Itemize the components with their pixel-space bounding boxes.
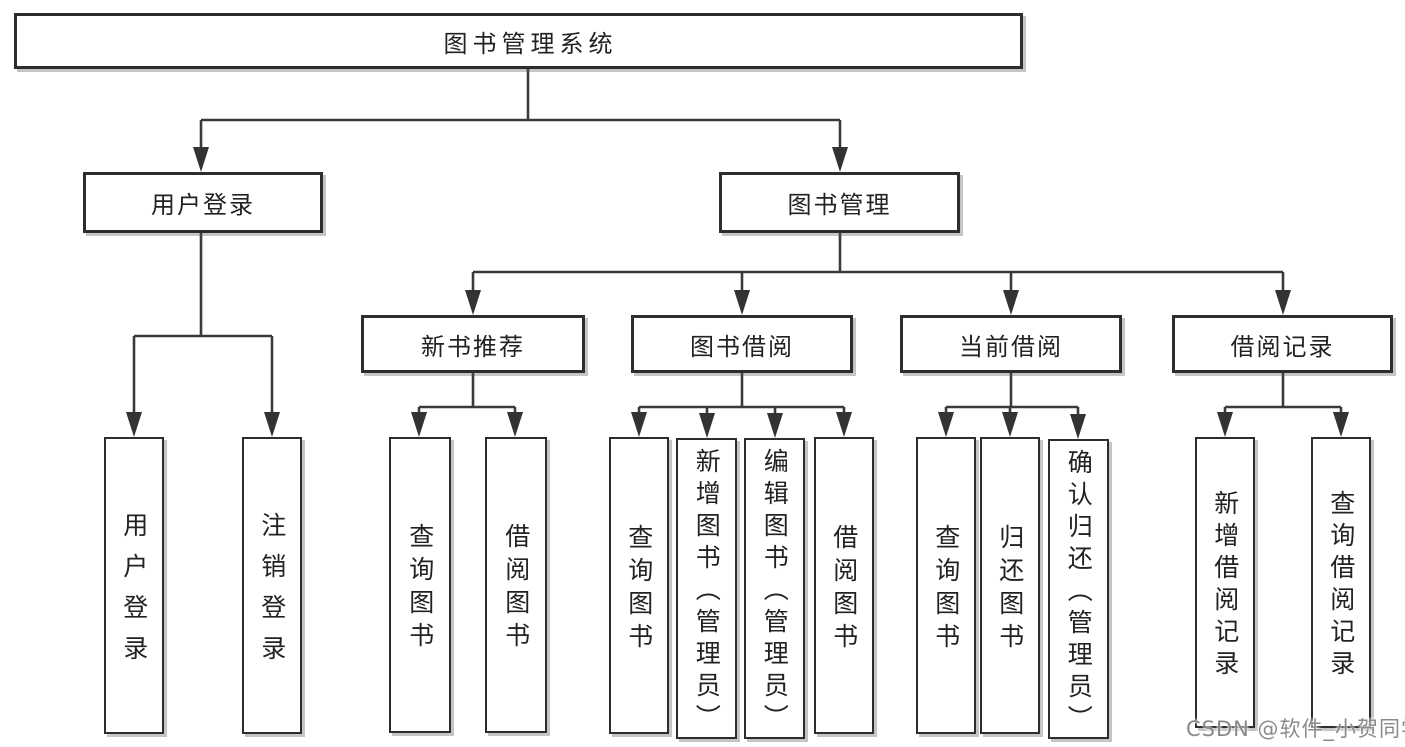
node-current-borrow-label: 当前借阅 — [959, 332, 1063, 361]
leaf-records-add-record-label: 新增借阅记录 — [1210, 490, 1240, 682]
node-user-login: 用户登录 — [83, 172, 323, 233]
leaf-logout: 注销登录 — [242, 437, 302, 734]
node-book-management: 图书管理 — [719, 172, 960, 233]
leaf-user-login-label: 用户登录 — [119, 511, 149, 676]
leaf-current-return-book-label: 归还图书 — [995, 523, 1025, 656]
node-root: 图书管理系统 — [14, 13, 1023, 69]
csdn-watermark: CSDN @软件_小贺同学 — [1186, 717, 1405, 741]
leaf-current-confirm-return: 确认归还（管理员） — [1048, 439, 1109, 739]
node-current-borrow: 当前借阅 — [900, 315, 1122, 373]
node-borrow-records: 借阅记录 — [1172, 315, 1393, 373]
node-book-borrow-label: 图书借阅 — [690, 332, 794, 361]
leaf-recommend-borrow-book-label: 借阅图书 — [501, 523, 531, 655]
node-root-label: 图书管理系统 — [443, 29, 618, 58]
leaf-borrow-query-book: 查询图书 — [609, 437, 669, 734]
arrowheads — [126, 147, 1349, 439]
leaf-borrow-query-book-label: 查询图书 — [624, 523, 654, 656]
node-borrow-records-label: 借阅记录 — [1230, 332, 1335, 361]
leaf-records-query-record: 查询借阅记录 — [1311, 437, 1371, 728]
node-book-borrow: 图书借阅 — [631, 315, 853, 373]
leaf-user-login: 用户登录 — [104, 437, 164, 734]
leaf-logout-label: 注销登录 — [257, 511, 287, 676]
leaf-recommend-query-book: 查询图书 — [389, 437, 451, 733]
leaf-borrow-borrow-book: 借阅图书 — [814, 437, 874, 734]
leaf-borrow-add-book: 新增图书（管理员） — [676, 438, 737, 739]
leaf-borrow-edit-book: 编辑图书（管理员） — [744, 438, 805, 739]
node-book-management-label: 图书管理 — [787, 191, 892, 219]
leaf-recommend-query-book-label: 查询图书 — [405, 523, 435, 655]
leaf-borrow-borrow-book-label: 借阅图书 — [829, 523, 859, 656]
connector-paths — [132, 69, 1343, 415]
leaf-records-query-record-label: 查询借阅记录 — [1326, 490, 1356, 682]
leaf-recommend-borrow-book: 借阅图书 — [485, 437, 547, 733]
node-new-book-recommend: 新书推荐 — [361, 315, 585, 373]
leaf-borrow-add-book-label: 新增图书（管理员） — [692, 448, 722, 736]
node-user-login-label: 用户登录 — [151, 191, 255, 219]
node-new-book-recommend-label: 新书推荐 — [421, 332, 525, 361]
leaf-current-confirm-return-label: 确认归还（管理员） — [1064, 448, 1094, 737]
leaf-records-add-record: 新增借阅记录 — [1195, 437, 1255, 728]
leaf-current-query-book: 查询图书 — [916, 437, 976, 734]
leaf-current-query-book-label: 查询图书 — [931, 523, 961, 656]
leaf-current-return-book: 归还图书 — [980, 437, 1040, 734]
leaf-borrow-edit-book-label: 编辑图书（管理员） — [760, 448, 790, 736]
